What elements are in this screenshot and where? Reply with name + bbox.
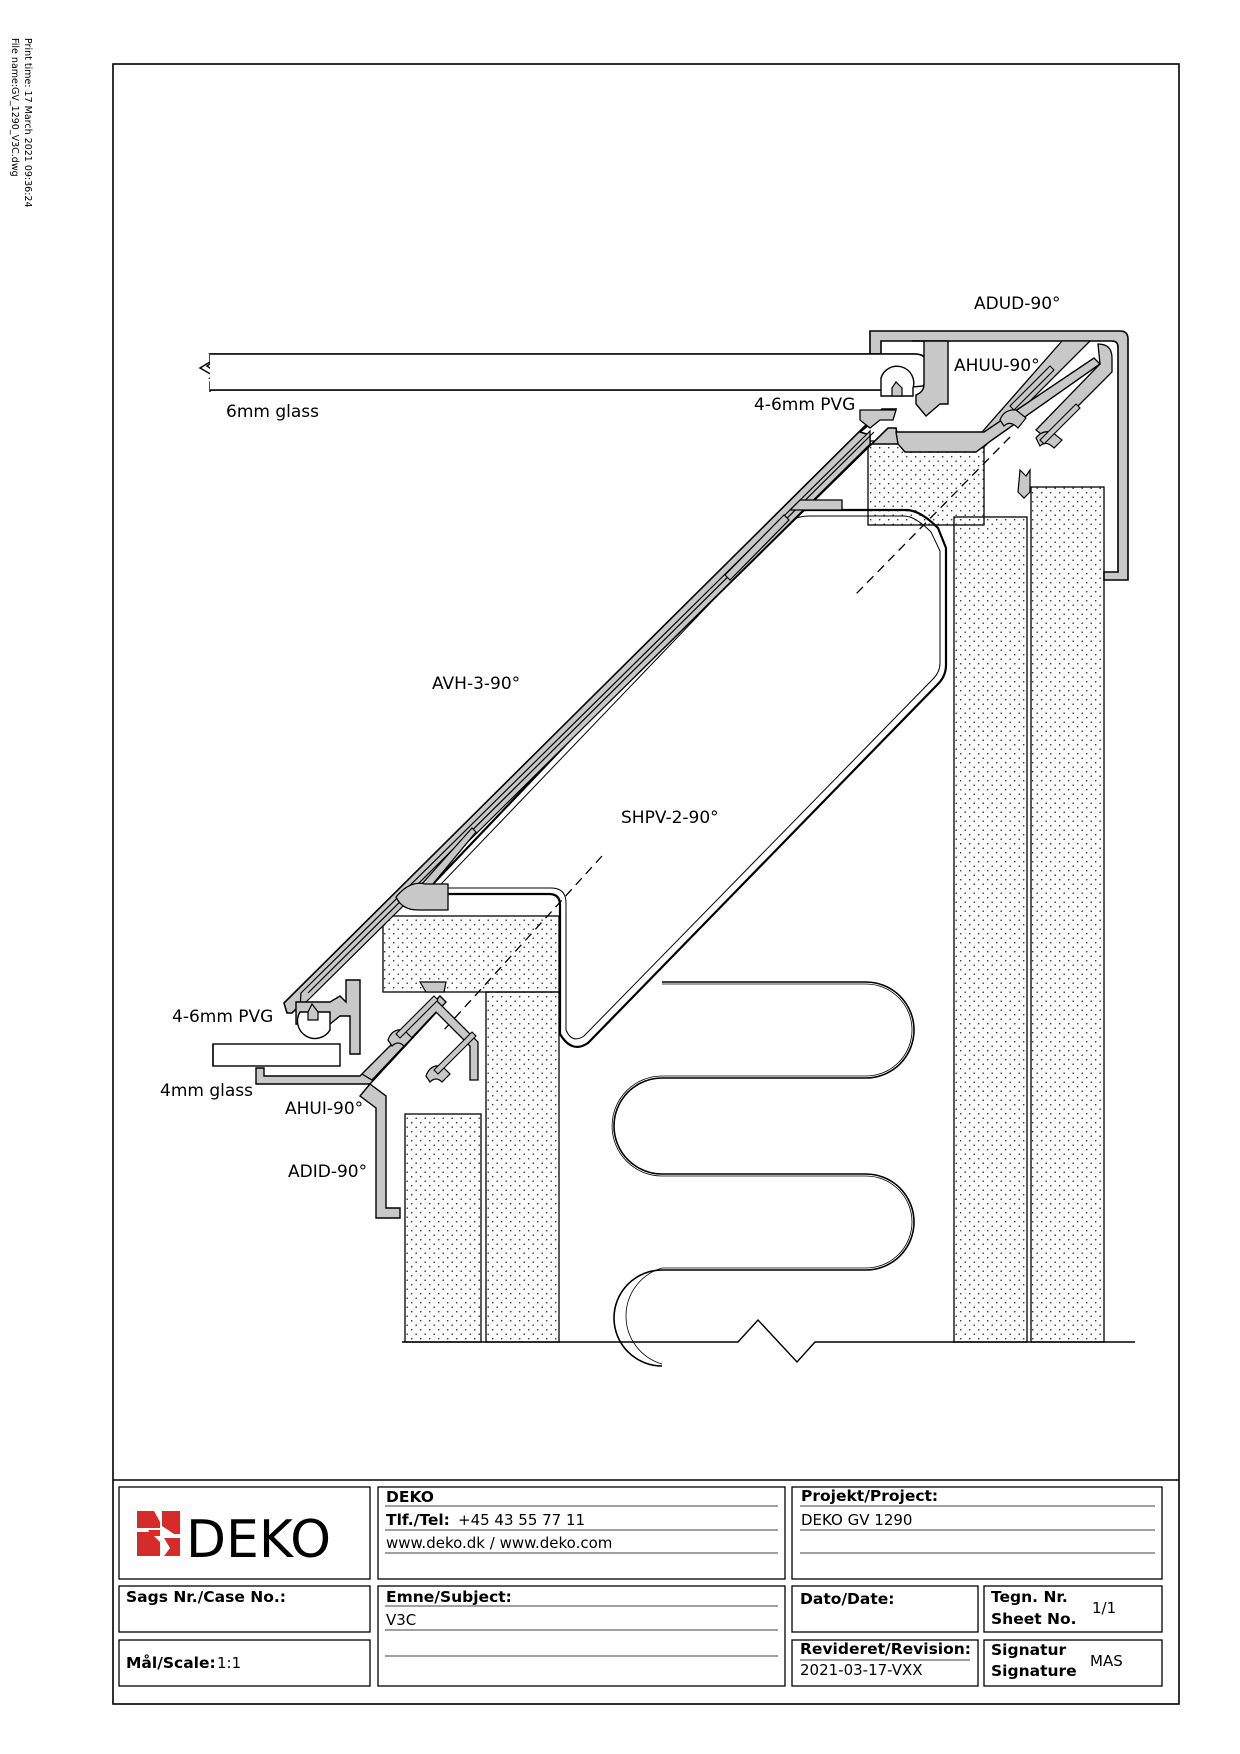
revision-value: 2021-03-17-VXX: [800, 1661, 923, 1679]
avh-inner-strip: [307, 431, 875, 994]
insulation-coil-inner: [611, 983, 913, 1365]
signature-label-1: Signatur: [991, 1641, 1067, 1659]
revision-cell: [791, 1639, 979, 1687]
tel-label: Tlf./Tel:: [386, 1511, 450, 1529]
deko-logo-text: DEKO: [186, 1510, 331, 1570]
ahuu-strip: [1009, 365, 1081, 445]
project-cell: [791, 1486, 1163, 1580]
adud-profile: [869, 330, 1129, 581]
ahui-clips: [387, 1029, 451, 1083]
sheet-value: 1/1: [1092, 1599, 1116, 1617]
insulation-block-top: [867, 440, 985, 526]
case-cell: [118, 1585, 371, 1633]
adid-profile: [358, 1083, 401, 1219]
ahui-strips: [395, 995, 477, 1075]
ahui-diagonal: [360, 999, 479, 1081]
label-adid: ADID-90°: [288, 1162, 367, 1182]
insulation-blocks: [382, 440, 1105, 1343]
centerline-top: [855, 436, 1011, 595]
sheet-label-1: Tegn. Nr.: [991, 1588, 1068, 1606]
insulation-block-right-outer: [1030, 486, 1105, 1343]
insulation-block-mid: [382, 915, 560, 993]
adud-lower-leg: [1017, 468, 1031, 499]
tel-value: +45 43 55 77 11: [458, 1511, 585, 1529]
company-name: DEKO: [386, 1488, 434, 1506]
avh-clip-upper: [724, 514, 790, 581]
label-ahui: AHUI-90°: [285, 1099, 363, 1119]
project-label: Projekt/Project:: [801, 1487, 938, 1505]
sheet-cell: [983, 1585, 1163, 1633]
subject-label: Emne/Subject:: [386, 1588, 512, 1606]
scale-cell: [118, 1639, 371, 1687]
avh-top-ledge: [788, 499, 843, 511]
label-shpv: SHPV-2-90°: [621, 808, 719, 828]
case-label: Sags Nr./Case No.:: [126, 1588, 286, 1606]
label-pvg-bottom: 4-6mm PVG: [172, 1007, 273, 1027]
label-glass-6mm: 6mm glass: [226, 402, 319, 422]
website: www.deko.dk / www.deko.com: [386, 1534, 612, 1552]
glass-6mm-edge: [210, 353, 929, 391]
label-avh: AVH-3-90°: [432, 674, 520, 694]
title-block: [113, 1479, 1179, 1687]
deko-logo-mark: [137, 1511, 180, 1556]
centerline-bottom: [442, 855, 603, 1032]
sheet-label-2: Sheet No.: [991, 1610, 1077, 1628]
revision-label: Revideret/Revision:: [800, 1640, 971, 1658]
subject-cell: [377, 1585, 786, 1687]
insulation-block-left-inner: [485, 991, 560, 1343]
base-line: [402, 1318, 1135, 1364]
scale-value: 1:1: [217, 1654, 241, 1672]
label-glass-4mm: 4mm glass: [160, 1081, 253, 1101]
avh-lower-hook: [395, 882, 449, 911]
insulation-coil: [613, 981, 915, 1367]
company-cell: [377, 1486, 786, 1580]
glass-4mm: [212, 1043, 341, 1067]
date-label: Dato/Date:: [800, 1590, 895, 1608]
deko-logo: DEKO: [137, 1510, 331, 1570]
signature-label-2: Signature: [991, 1662, 1077, 1680]
shpv-panel-inner: [419, 515, 941, 1040]
ahuu-profile: [895, 357, 1102, 453]
date-cell: [791, 1585, 979, 1633]
signature-cell: [983, 1639, 1163, 1687]
label-pvg-top: 4-6mm PVG: [754, 395, 855, 415]
insulation-block-right-inner: [953, 516, 1028, 1343]
label-ahuu: AHUU-90°: [954, 356, 1040, 376]
pvg-gasket-bottom: [295, 979, 361, 1055]
pvg-gasket-top: [859, 340, 949, 429]
signature-value: MAS: [1090, 1652, 1123, 1670]
insulation-block-left-outer: [404, 1113, 482, 1343]
project-value: DEKO GV 1290: [801, 1511, 912, 1529]
drawing-frame: [112, 63, 1180, 1705]
logo-cell: [118, 1486, 371, 1580]
ahui-upper-bracket: [418, 981, 447, 993]
label-adud: ADUD-90°: [974, 294, 1061, 314]
scale-label: Mål/Scale:: [126, 1653, 216, 1672]
subject-value: V3C: [386, 1611, 416, 1629]
